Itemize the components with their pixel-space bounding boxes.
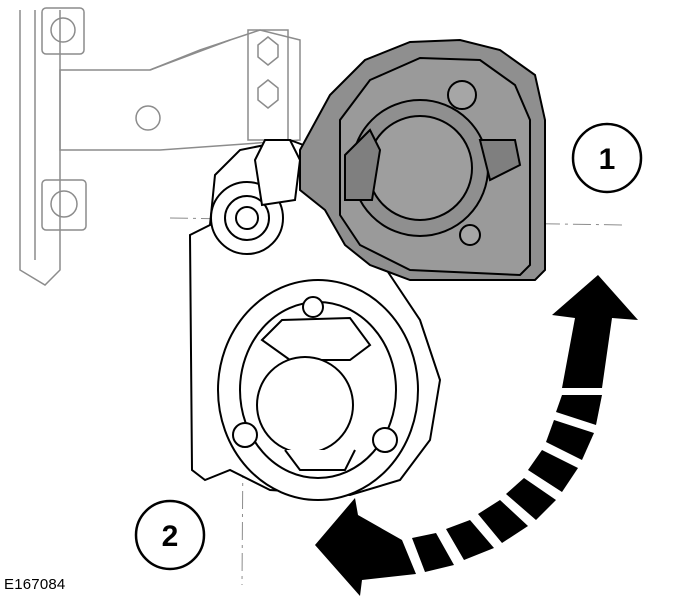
callout-2: 2 — [134, 499, 206, 571]
callout-2-label: 2 — [162, 520, 179, 553]
rotated-part-shaded — [299, 38, 546, 281]
callout-1: 1 — [571, 122, 643, 194]
rotation-arrow-icon — [315, 275, 638, 596]
ghost-mounting-bracket — [19, 7, 301, 286]
figure-id: E167084 — [4, 576, 66, 593]
component-housing — [188, 138, 442, 501]
callout-1-label: 1 — [599, 143, 616, 176]
